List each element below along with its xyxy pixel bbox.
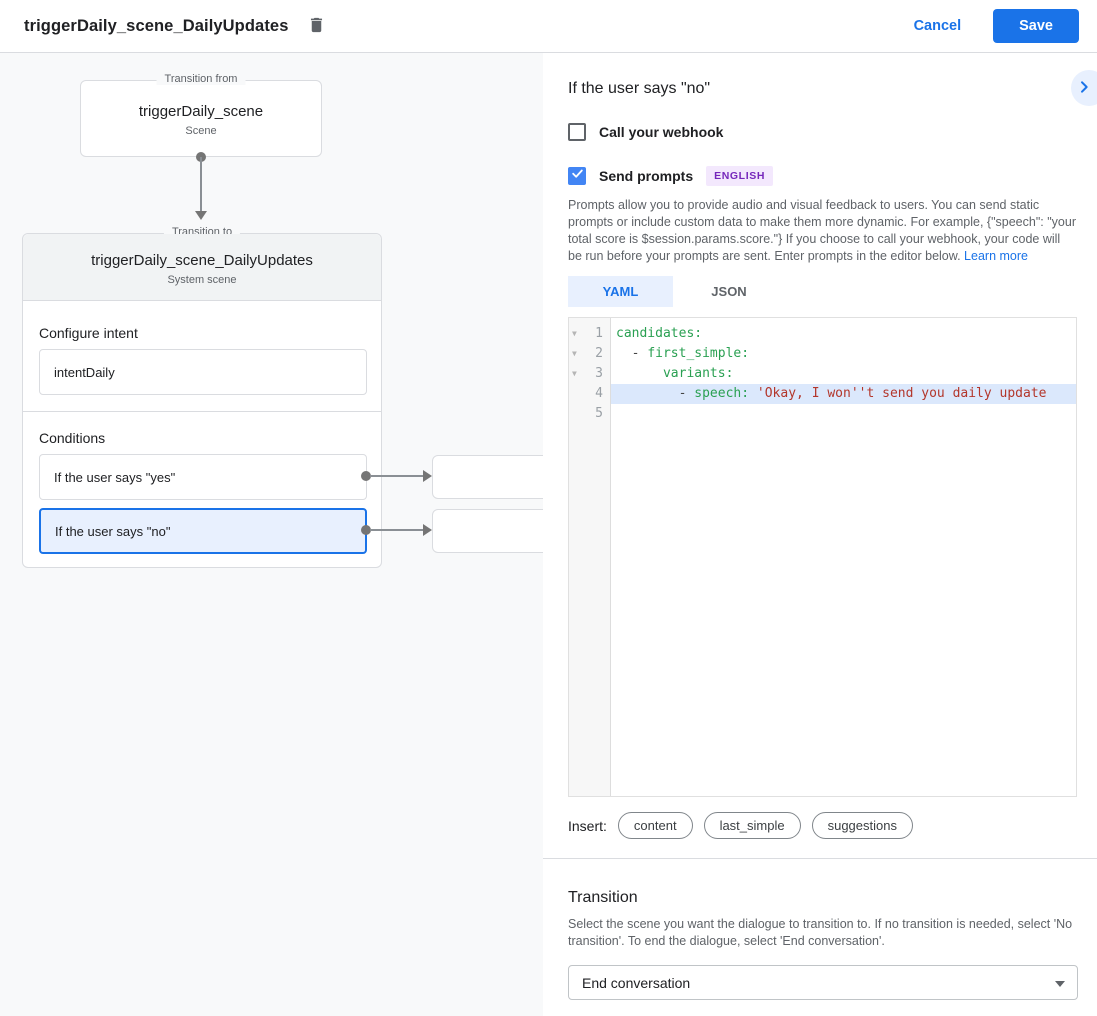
from-scene-type: Scene bbox=[185, 125, 217, 137]
webhook-checkbox[interactable] bbox=[568, 123, 586, 141]
editor-line[interactable]: ▼2 - first_simple: bbox=[569, 344, 1076, 364]
transition-description: Select the scene you want the dialogue t… bbox=[568, 917, 1073, 948]
editor-code-line bbox=[611, 404, 1076, 424]
language-badge: ENGLISH bbox=[706, 166, 773, 186]
dropdown-caret-icon bbox=[1055, 981, 1065, 987]
webhook-row: Call your webhook bbox=[568, 123, 1077, 141]
condition-label: If the user says "no" bbox=[55, 523, 171, 539]
editor-gutter-cell: ▼2 bbox=[569, 344, 611, 364]
condition-target-node[interactable] bbox=[432, 509, 543, 553]
collapse-panel-button[interactable] bbox=[1071, 70, 1097, 106]
transition-to-node: Transition to triggerDaily_scene_DailyUp… bbox=[22, 226, 382, 568]
line-number: 1 bbox=[595, 326, 603, 341]
insert-chip-suggestions[interactable]: suggestions bbox=[811, 812, 913, 839]
fold-arrow-icon[interactable]: ▼ bbox=[572, 349, 577, 358]
to-scene-name: triggerDaily_scene_DailyUpdates bbox=[91, 252, 313, 269]
scene-diagram-canvas: Transition from triggerDaily_scene Scene… bbox=[0, 53, 543, 1016]
arrow-right-icon bbox=[423, 470, 432, 482]
insert-chip-content[interactable]: content bbox=[617, 812, 693, 839]
editor-gutter-cell: ▼1 bbox=[569, 324, 611, 344]
transition-from-legend: Transition from bbox=[156, 73, 246, 85]
send-prompts-label: Send prompts bbox=[599, 168, 694, 184]
chevron-right-icon bbox=[1076, 79, 1092, 98]
editor-gutter-cell: 5 bbox=[569, 404, 611, 424]
connector-line-vertical bbox=[200, 157, 202, 212]
editor-code-line: candidates: bbox=[616, 326, 703, 341]
editor-code-line: - speech: 'Okay, I won''t send you daily… bbox=[611, 384, 1076, 404]
editor-code-line: - first_simple: bbox=[616, 346, 750, 361]
trash-icon bbox=[307, 15, 326, 38]
send-prompts-row: Send prompts ENGLISH bbox=[568, 166, 1077, 186]
transition-section-title: Transition bbox=[568, 889, 638, 906]
prompts-description-text: Prompts allow you to provide audio and v… bbox=[568, 198, 1076, 263]
conditions-label: Conditions bbox=[39, 430, 106, 446]
configure-intent-label: Configure intent bbox=[39, 325, 138, 341]
transition-select-value: End conversation bbox=[582, 974, 691, 991]
transition-from-node[interactable]: Transition from triggerDaily_scene Scene bbox=[80, 73, 322, 157]
to-scene-type: System scene bbox=[167, 274, 237, 286]
learn-more-link[interactable]: Learn more bbox=[964, 249, 1028, 263]
condition-detail-panel: If the user says "no" Call your webhook … bbox=[543, 53, 1097, 1016]
connector-dot bbox=[361, 525, 371, 535]
delete-button[interactable] bbox=[304, 14, 328, 38]
to-scene-header: triggerDaily_scene_DailyUpdates System s… bbox=[23, 234, 381, 301]
page-title: triggerDaily_scene_DailyUpdates bbox=[24, 16, 289, 35]
arrow-down-icon bbox=[195, 211, 207, 220]
fold-arrow-icon[interactable]: ▼ bbox=[572, 329, 577, 338]
line-number: 4 bbox=[595, 386, 603, 401]
editor-gutter bbox=[569, 318, 611, 796]
editor-code-line: variants: bbox=[662, 366, 734, 381]
cancel-button[interactable]: Cancel bbox=[898, 10, 978, 42]
editor-gutter-cell: ▼3 bbox=[569, 364, 611, 384]
intent-item[interactable]: intentDaily bbox=[39, 349, 367, 395]
checkmark-icon bbox=[571, 167, 584, 185]
connector-dot bbox=[361, 471, 371, 481]
editor-line[interactable]: 4 - speech: 'Okay, I won''t send you dai… bbox=[569, 384, 1076, 404]
prompts-description: Prompts allow you to provide audio and v… bbox=[568, 197, 1077, 265]
insert-label: Insert: bbox=[568, 817, 607, 834]
arrow-right-icon bbox=[423, 524, 432, 536]
send-prompts-checkbox[interactable] bbox=[568, 167, 586, 185]
intent-name: intentDaily bbox=[54, 364, 115, 380]
topbar-actions: Cancel Save bbox=[898, 9, 1079, 43]
connector-line-horizontal bbox=[370, 529, 424, 531]
condition-target-node[interactable] bbox=[432, 455, 543, 499]
panel-title: If the user says "no" bbox=[568, 80, 711, 97]
editor-gutter-cell: 4 bbox=[569, 384, 611, 404]
line-number: 5 bbox=[595, 406, 603, 421]
insert-chip-last_simple[interactable]: last_simple bbox=[703, 812, 801, 839]
tab-json[interactable]: JSON bbox=[711, 284, 747, 299]
editor-line[interactable]: ▼3 variants: bbox=[569, 364, 1076, 384]
insert-row: Insert: content last_simple suggestions bbox=[568, 812, 1077, 839]
webhook-checkbox-label: Call your webhook bbox=[599, 124, 724, 140]
line-number: 2 bbox=[595, 346, 603, 361]
editor-line[interactable]: 5 bbox=[569, 404, 1076, 424]
fold-arrow-icon[interactable]: ▼ bbox=[572, 369, 577, 378]
panel-divider bbox=[543, 858, 1097, 859]
top-bar: triggerDaily_scene_DailyUpdates Cancel S… bbox=[0, 0, 1097, 53]
tab-yaml[interactable]: YAML bbox=[568, 276, 673, 307]
editor-format-tabs: YAML JSON bbox=[568, 276, 1077, 307]
section-divider bbox=[23, 411, 381, 412]
condition-item-yes[interactable]: If the user says "yes" bbox=[39, 454, 367, 500]
insert-chips: content last_simple suggestions bbox=[607, 812, 913, 839]
transition-select[interactable]: End conversation bbox=[568, 965, 1078, 1000]
condition-item-no[interactable]: If the user says "no" bbox=[39, 508, 367, 554]
condition-label: If the user says "yes" bbox=[54, 469, 176, 485]
connector-line-horizontal bbox=[370, 475, 424, 477]
from-scene-name: triggerDaily_scene bbox=[138, 103, 264, 120]
line-number: 3 bbox=[595, 366, 603, 381]
save-button[interactable]: Save bbox=[993, 9, 1079, 43]
